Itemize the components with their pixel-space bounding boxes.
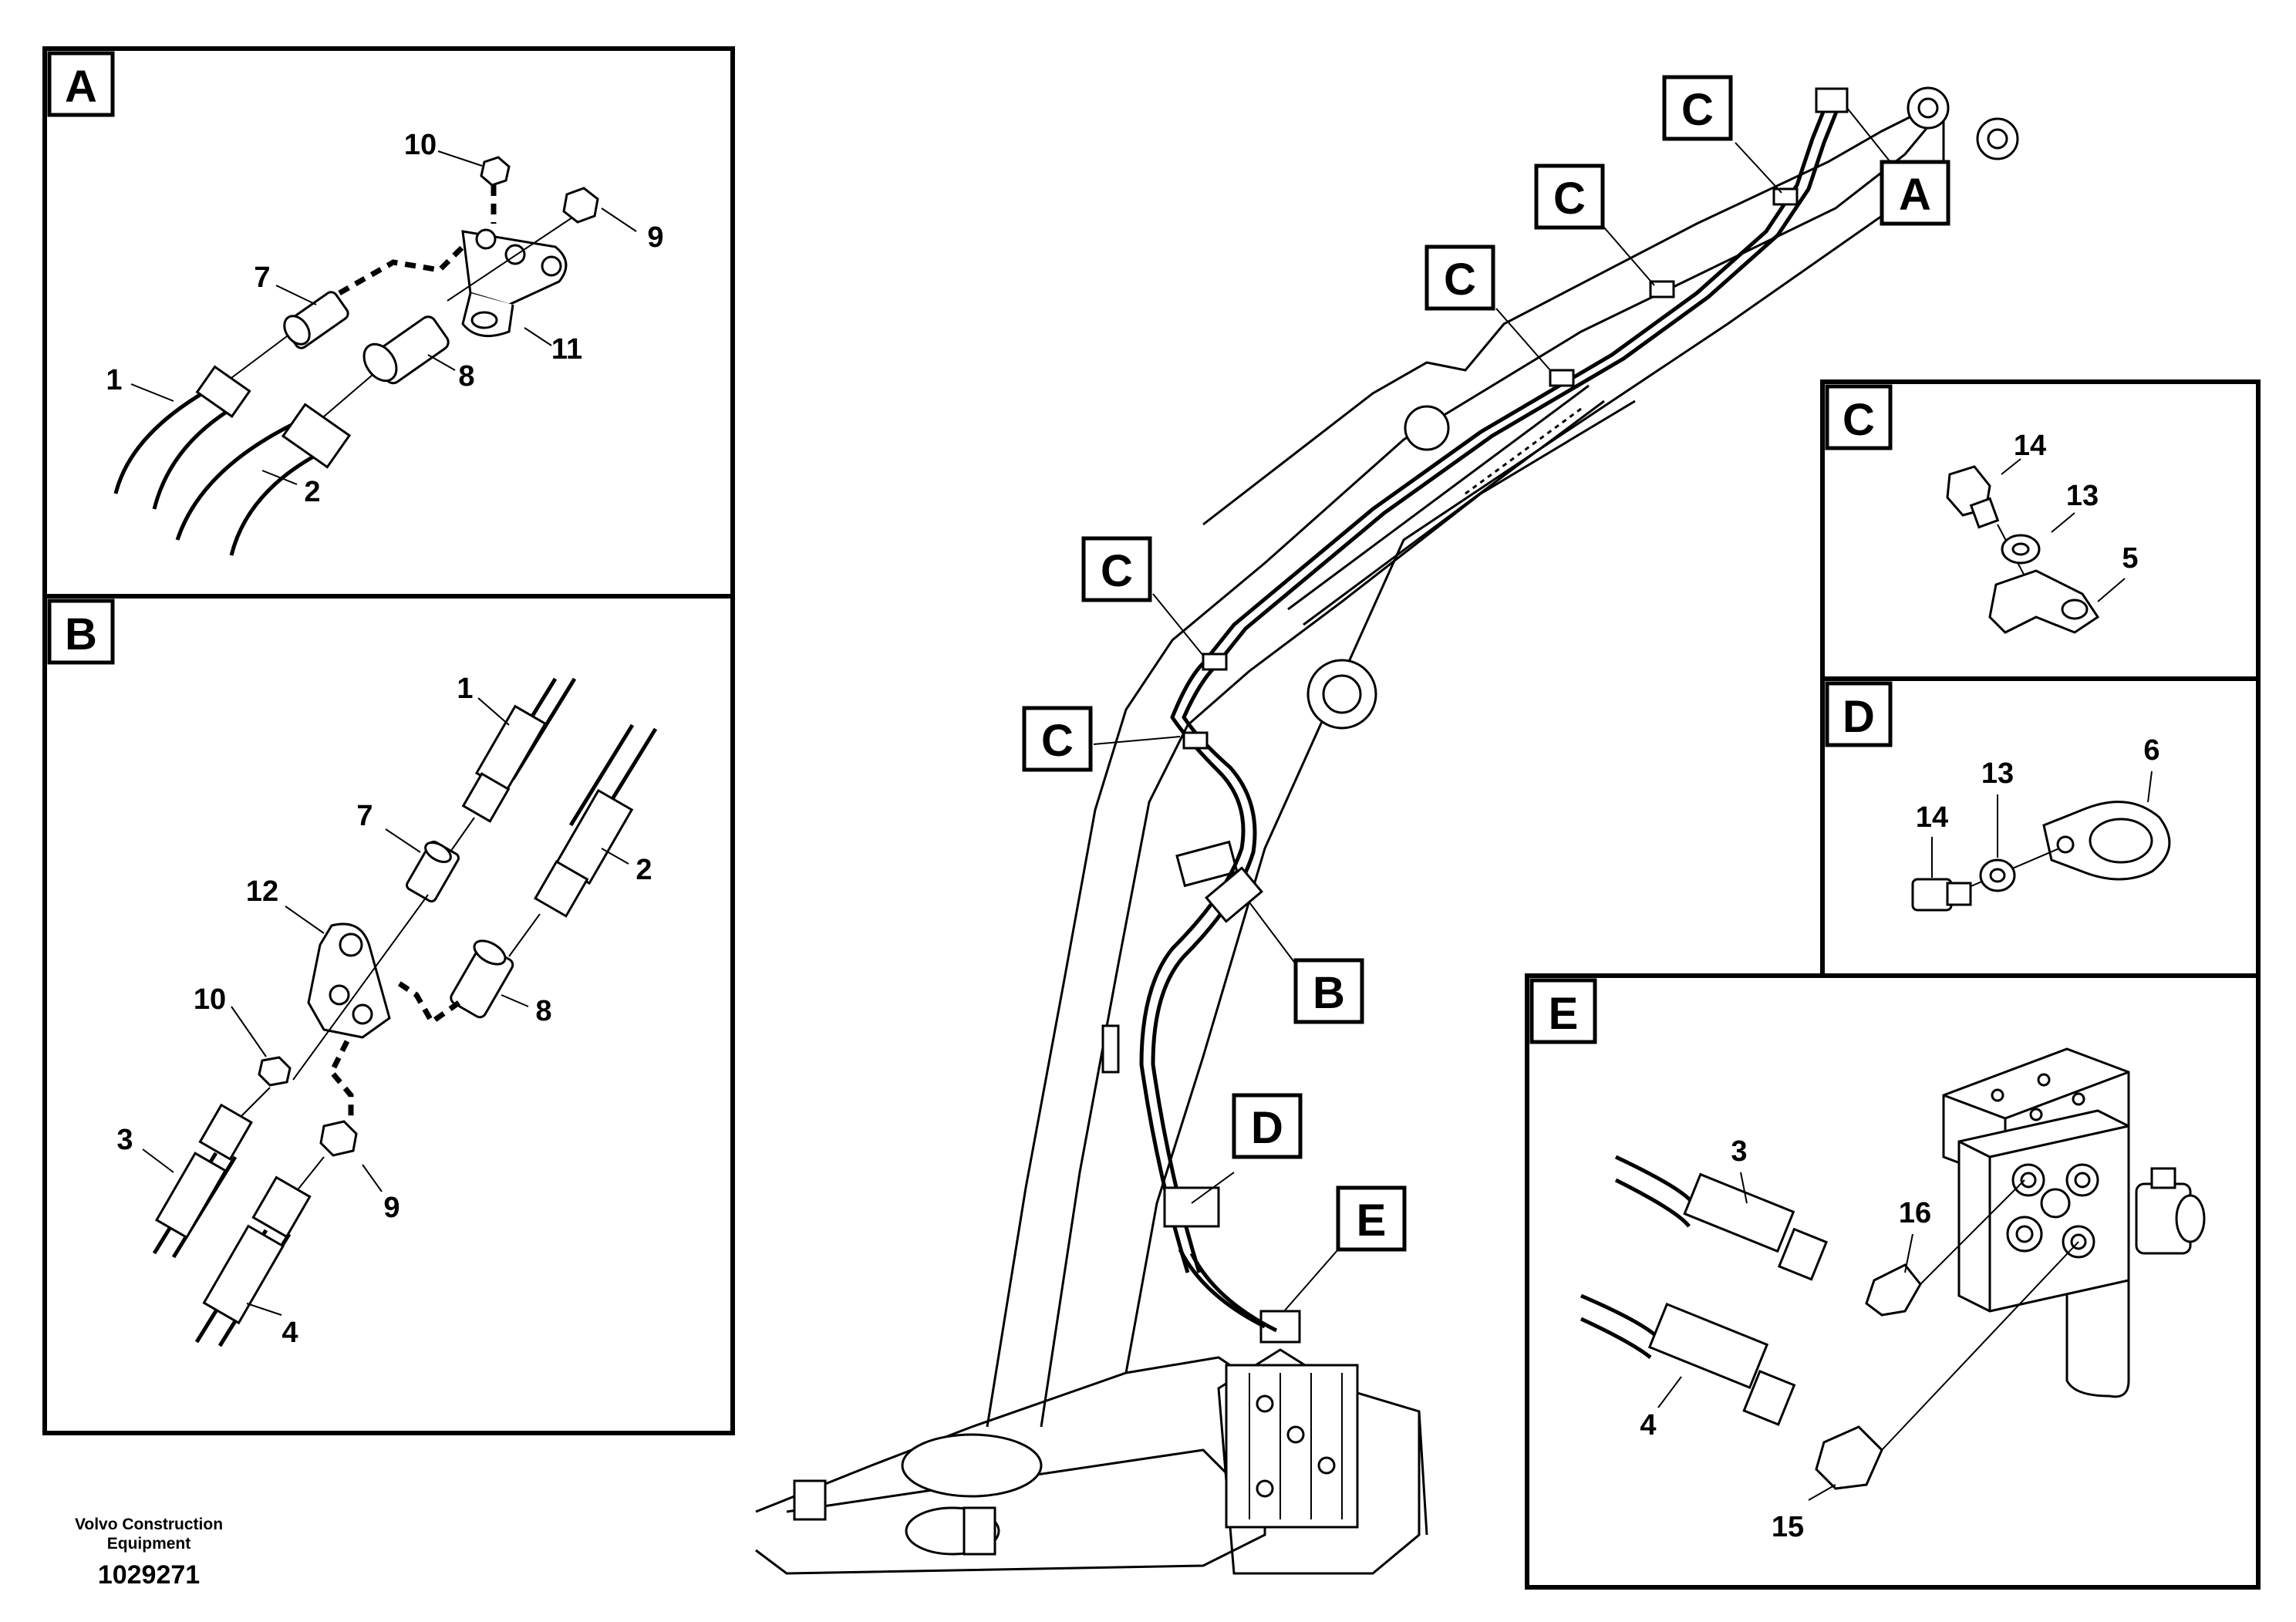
svg-text:C: C — [1553, 174, 1586, 224]
panel-d-caption: D — [1843, 692, 1875, 742]
label-c-5: 5 — [2122, 542, 2138, 575]
label-e-16: 16 — [1899, 1197, 1931, 1229]
footer: Volvo Construction Equipment 1029271 — [75, 1516, 223, 1590]
label-b-9: 9 — [383, 1192, 400, 1224]
callout-a: A — [1846, 107, 1950, 226]
svg-text:C: C — [1101, 546, 1133, 596]
callout-e: E — [1283, 1185, 1407, 1312]
panel-a-caption: A — [65, 62, 97, 112]
callout-c-1: C — [1662, 75, 1782, 194]
callout-c-4: C — [1081, 536, 1204, 656]
label-b-7: 7 — [356, 800, 373, 832]
callout-b: B — [1249, 902, 1364, 1024]
label-e-15: 15 — [1772, 1511, 1804, 1543]
label-d-13: 13 — [1981, 757, 2014, 790]
svg-text:C: C — [1041, 716, 1074, 766]
callout-c-5: C — [1022, 706, 1181, 772]
panel-b-caption: B — [65, 609, 97, 659]
label-b-10: 10 — [194, 983, 226, 1016]
label-a-9: 9 — [647, 221, 663, 254]
label-d-6: 6 — [2143, 734, 2159, 767]
svg-text:E: E — [1357, 1195, 1387, 1246]
callout-c-3: C — [1424, 244, 1551, 371]
company-name-line2: Equipment — [107, 1535, 191, 1553]
label-b-8: 8 — [535, 995, 551, 1027]
label-c-14: 14 — [2014, 430, 2046, 462]
detail-panel-d: D 6 13 14 — [1820, 676, 2261, 978]
label-a-2: 2 — [304, 476, 320, 508]
panel-e-caption: E — [1549, 989, 1579, 1039]
svg-text:D: D — [1251, 1103, 1283, 1153]
panel-c-caption: C — [1843, 395, 1875, 445]
drawing-number: 1029271 — [98, 1560, 200, 1590]
label-b-4: 4 — [282, 1317, 298, 1349]
label-d-14: 14 — [1916, 801, 1948, 834]
label-a-1: 1 — [106, 364, 122, 396]
label-a-8: 8 — [458, 360, 474, 393]
callout-c-2: C — [1534, 164, 1655, 286]
label-a-7: 7 — [254, 261, 270, 294]
label-b-12: 12 — [246, 875, 278, 908]
detail-panel-b: B — [42, 594, 735, 1435]
company-name-line1: Volvo Construction — [75, 1516, 223, 1533]
callout-d: D — [1191, 1093, 1303, 1204]
label-b-2: 2 — [636, 854, 652, 886]
svg-text:B: B — [1313, 968, 1345, 1018]
svg-text:C: C — [1681, 85, 1714, 135]
label-b-3: 3 — [116, 1124, 133, 1156]
label-a-10: 10 — [404, 129, 437, 161]
label-a-11: 11 — [551, 333, 582, 366]
detail-panel-c: C 14 13 5 — [1820, 379, 2261, 681]
excavator-boom-view — [755, 86, 2019, 1575]
svg-text:C: C — [1444, 255, 1476, 305]
label-b-1: 1 — [457, 673, 473, 705]
detail-panel-a: A 10 9 7 — [42, 46, 735, 599]
label-c-13: 13 — [2066, 480, 2099, 512]
label-e-3: 3 — [1731, 1135, 1747, 1168]
detail-panel-e: E — [1525, 973, 2261, 1590]
label-e-4: 4 — [1640, 1409, 1656, 1442]
svg-text:A: A — [1899, 170, 1931, 220]
